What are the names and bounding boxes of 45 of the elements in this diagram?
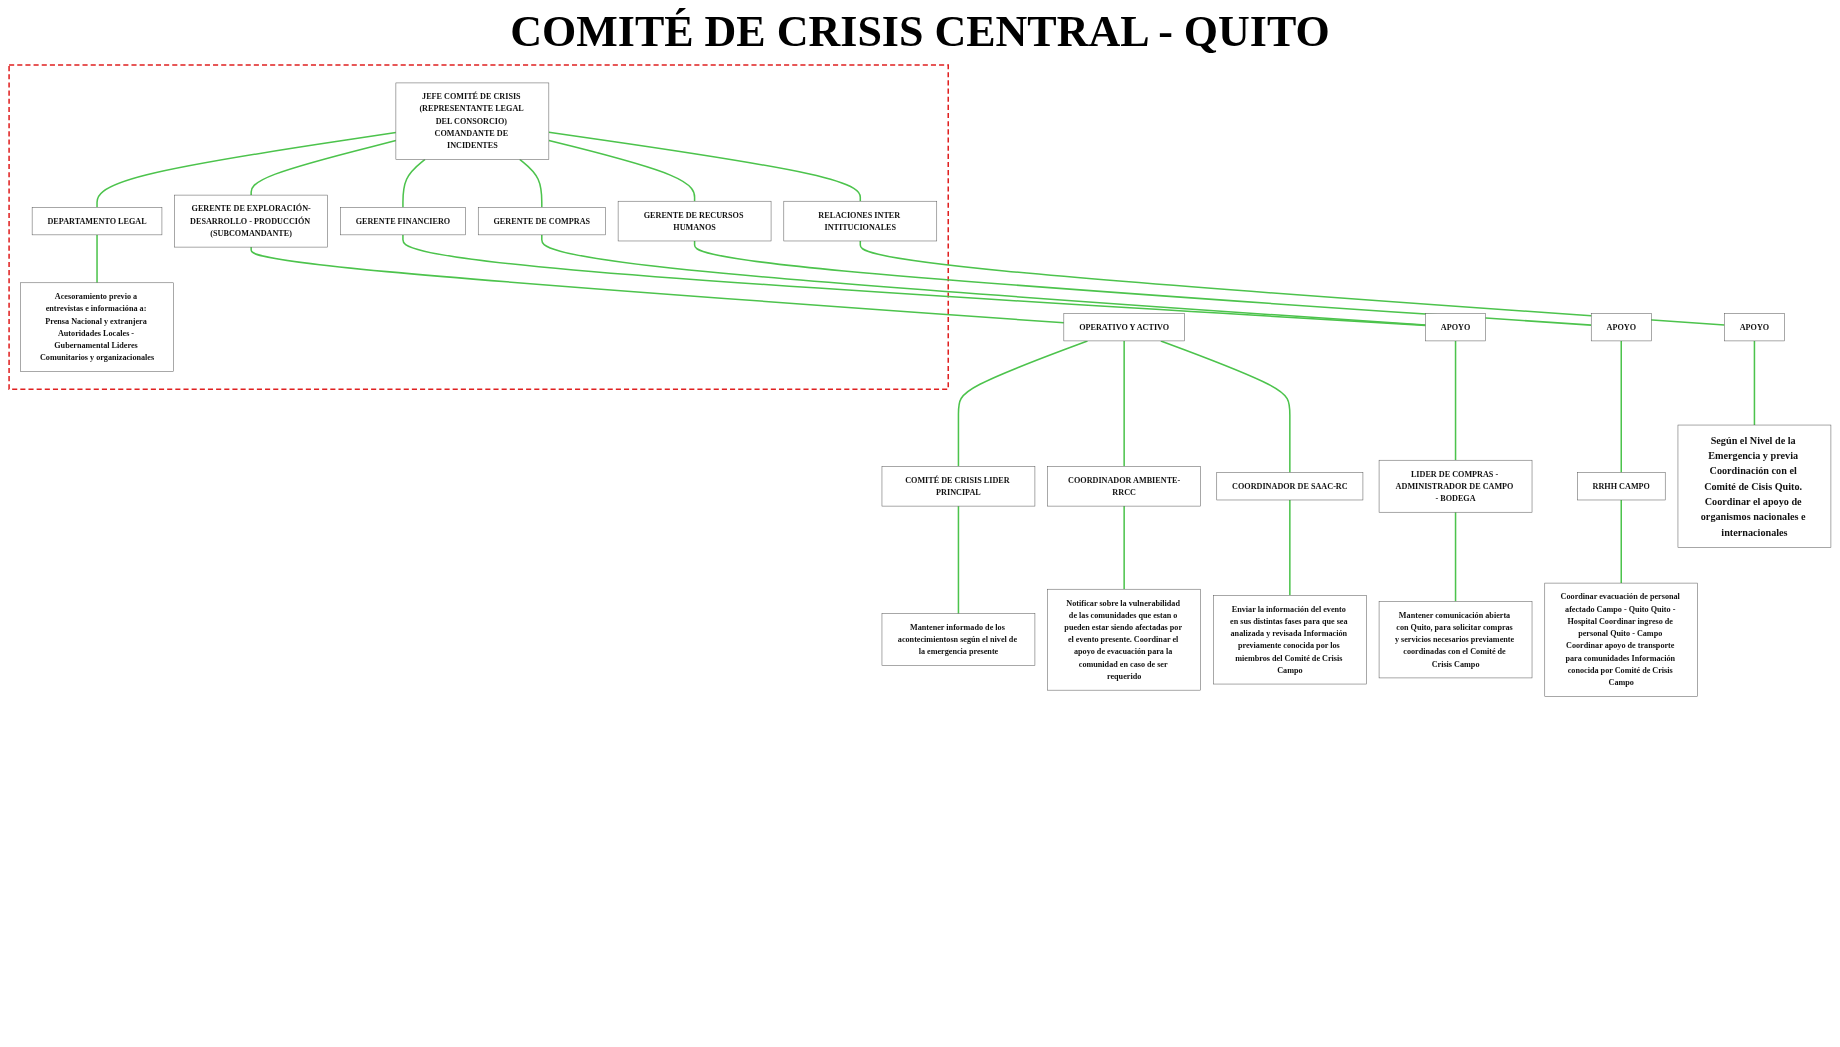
connector <box>957 505 960 615</box>
connector <box>1753 340 1756 426</box>
node-box: Mantener informado de los acontecimientosn según el nivel de la emergencia presente <box>881 613 1036 666</box>
connector <box>96 131 397 209</box>
connector <box>1620 499 1622 584</box>
connector <box>1160 340 1291 474</box>
connector <box>1123 340 1125 468</box>
connector <box>1454 511 1457 603</box>
node-box: RELACIONES INTER INTITUCIONALES <box>783 200 938 242</box>
node-box: APOYO <box>1724 313 1785 342</box>
connector <box>1454 340 1457 461</box>
node-box: GERENTE DE EXPLORACIÓN-DESARROLLO - PRODUCCIÓN (SUBCOMANDANTE) <box>174 194 328 248</box>
connector <box>96 234 98 284</box>
node-box: Notificar sobre la vulnerabilidad de las comunidades que estan o pueden estar siendo afectadas por el evento presente. Coordinar el apoyo de evacuación para la comunidad en caso de ser requerido <box>1047 588 1201 691</box>
node-box: LIDER DE COMPRAS - ADMINISTRADOR DE CAMPO - BODEGA <box>1378 459 1533 513</box>
node-box: APOYO <box>1590 313 1652 342</box>
connector <box>402 158 426 209</box>
node-box: GERENTE DE COMPRAS <box>477 207 606 236</box>
node-box: COORDINADOR AMBIENTE-RRCC <box>1047 466 1201 507</box>
connector <box>1620 340 1622 474</box>
node-box: Mantener comunicación abierta con Quito, para solicitar compras y servicios necesarios previamente coordinadas con el Comité de Crisis Campo <box>1378 601 1533 679</box>
node-box: Enviar la información del evento en sus distintas fases para que sea analizada y revisada Información previamente conocida por los miembros del Comité de Crisis Campo <box>1213 595 1367 685</box>
connector <box>548 139 696 202</box>
node-box: DEPARTAMENTO LEGAL <box>31 207 163 236</box>
cluster <box>8 64 949 391</box>
node-box: COORDINADOR DE SAAC-RC <box>1216 472 1364 501</box>
node-box: COMITÉ DE CRISIS LIDER PRINCIPAL <box>881 466 1036 507</box>
connector <box>250 139 397 196</box>
connector <box>859 240 1726 326</box>
node-box: RRHH CAMPO <box>1577 472 1666 501</box>
node-box: APOYO <box>1425 313 1486 342</box>
node-box: JEFE COMITÉ DE CRISIS (REPRESENTANTE LEGAL DEL CONSORCIO) COMANDANTE DE INCIDENTES <box>395 82 550 160</box>
connector <box>1123 505 1125 590</box>
node-box: GERENTE DE RECURSOS HUMANOS <box>617 200 772 242</box>
node-box: Acesoramiento previo a entrevistas e informacióna a: Prensa Nacional y extranjera Autoridades Locales - Gubernamental Lideres Comunitarios y organizacionales <box>20 282 174 372</box>
node-box: Coordinar evacuación de personal afectado Campo - Quito Quito - Hospital Coordinar ingreso de personal Quito - Campo Coordinar apoyo de transporte para comunidades Información conocida por Comité de Crisis Campo <box>1544 582 1698 697</box>
node-box: OPERATIVO Y ACTIVO <box>1063 313 1185 342</box>
connector <box>1289 499 1291 597</box>
connector <box>548 131 862 202</box>
node-box: Según el Nivel de la Emergencia y previa Coordinación con el Comité de Cisis Quito. Coordinar el apoyo de organismos nacionales e internacionales <box>1677 424 1832 548</box>
connector <box>250 246 1065 324</box>
connector <box>518 158 543 209</box>
diagram-title: COMITÉ DE CRISIS CENTRAL - QUITO <box>510 6 1330 57</box>
node-box: GERENTE FINANCIERO <box>340 207 466 236</box>
connector <box>693 240 1592 326</box>
